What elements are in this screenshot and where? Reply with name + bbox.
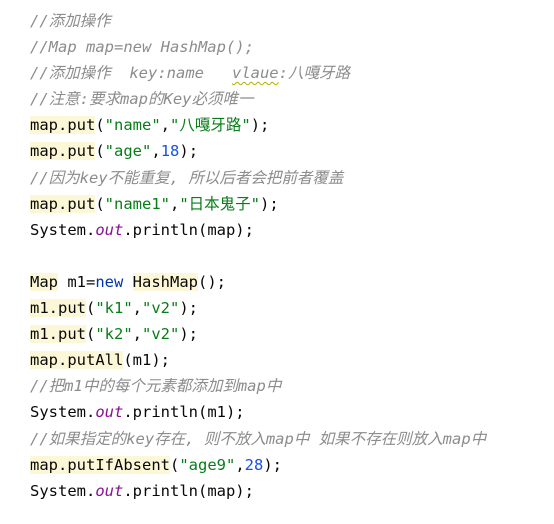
comment-text: //如果指定的key存在, 则不放入map中 如果不存在则放入map中	[30, 429, 487, 448]
comment-text: //Map map=new HashMap();	[30, 38, 254, 57]
comment-text: :八嘎牙路	[278, 64, 350, 83]
highlighted-identifier: map.put	[30, 142, 96, 161]
string-literal: "name"	[104, 116, 161, 135]
comment-text: vlaue	[231, 64, 279, 83]
code-token: ,	[170, 194, 180, 213]
highlighted-identifier: map.putAll	[30, 351, 124, 370]
string-literal: "age"	[104, 142, 152, 161]
code-line[interactable]: map.put("name","八嘎牙路");	[30, 112, 486, 138]
code-line[interactable]: //Map map=new HashMap();	[30, 34, 486, 60]
highlighted-identifier: map.put	[30, 194, 96, 213]
code-token: );	[179, 325, 199, 344]
code-token: );	[260, 194, 279, 213]
code-line[interactable]: m1.put("k1","v2");	[30, 295, 486, 321]
code-token: ,	[151, 142, 161, 161]
highlighted-identifier: HashMap	[132, 272, 198, 291]
string-literal: "age9"	[179, 455, 236, 474]
code-line[interactable]: map.put("name1","日本鬼子");	[30, 191, 486, 217]
comment-text: //注意:要求map的Key必须唯一	[30, 90, 254, 109]
code-line[interactable]: map.putIfAbsent("age9",28);	[30, 452, 486, 478]
code-token: (m1);	[123, 351, 170, 370]
code-token: System.	[30, 220, 96, 239]
code-line[interactable]: System.out.println(map);	[30, 217, 486, 243]
string-literal: "name1"	[104, 194, 170, 213]
code-token: ,	[132, 299, 143, 318]
string-literal: "v2"	[142, 299, 180, 318]
highlighted-identifier: map.putIfAbsent	[30, 455, 170, 474]
code-token: (	[86, 325, 96, 344]
code-token: );	[179, 299, 199, 318]
code-token: );	[179, 142, 199, 161]
static-field: out	[95, 481, 124, 500]
code-line[interactable]: System.out.println(map);	[30, 478, 486, 504]
string-literal: "日本鬼子"	[179, 194, 261, 213]
code-line[interactable]: //如果指定的key存在, 则不放入map中 如果不存在则放入map中	[30, 426, 486, 452]
code-token: (	[95, 142, 105, 161]
comment-text: //把m1中的每个元素都添加到map中	[30, 377, 282, 396]
code-token: System.	[30, 481, 96, 500]
comment-text: //添加操作	[30, 12, 111, 30]
static-field: out	[95, 403, 124, 422]
code-line[interactable]: //添加操作	[30, 8, 486, 34]
code-token: ,	[160, 116, 171, 135]
comment-text: //因为key不能重复, 所以后者会把前者覆盖	[30, 168, 344, 187]
string-literal: "k1"	[95, 299, 133, 318]
code-token: ();	[198, 272, 226, 291]
code-line[interactable]: //注意:要求map的Key必须唯一	[30, 86, 486, 112]
keyword: new	[95, 272, 124, 291]
highlighted-identifier: Map	[30, 272, 58, 291]
code-line[interactable]: System.out.println(m1);	[30, 399, 486, 425]
code-token: );	[250, 116, 270, 135]
highlighted-identifier: m1.put	[30, 325, 86, 344]
code-token: ,	[235, 455, 245, 474]
code-token: );	[263, 455, 283, 474]
code-line[interactable]: m1.put("k2","v2");	[30, 321, 486, 347]
code-token	[123, 273, 132, 291]
number-literal: 18	[160, 142, 180, 161]
code-token: .println(map);	[123, 220, 254, 239]
code-token: System.	[30, 403, 96, 422]
code-line[interactable]: map.putAll(m1);	[30, 347, 486, 373]
highlighted-identifier: map.put	[30, 116, 96, 135]
code-line[interactable]: map.put("age",18);	[30, 138, 486, 164]
string-literal: "八嘎牙路"	[170, 116, 251, 135]
number-literal: 28	[244, 455, 264, 474]
code-token: (	[86, 299, 96, 318]
code-line[interactable]: //添加操作 key:name vlaue:八嘎牙路	[30, 60, 486, 86]
code-token: .println(map);	[123, 481, 254, 500]
code-line[interactable]: Map m1=new HashMap();	[30, 269, 486, 295]
string-literal: "k2"	[95, 325, 133, 344]
string-literal: "v2"	[142, 325, 180, 344]
highlighted-identifier: m1.put	[30, 299, 86, 318]
comment-text: //添加操作 key:name	[30, 64, 232, 83]
code-token: (	[95, 116, 105, 135]
code-token: (	[95, 194, 105, 213]
code-token: m1=	[58, 272, 96, 291]
code-line[interactable]: //因为key不能重复, 所以后者会把前者覆盖	[30, 165, 486, 191]
static-field: out	[95, 220, 124, 239]
code-editor[interactable]: //添加操作 //Map map=new HashMap(); //添加操作 key…	[30, 8, 486, 504]
code-token: (	[169, 455, 180, 474]
code-line[interactable]: //把m1中的每个元素都添加到map中	[30, 373, 486, 399]
code-token: ,	[132, 325, 143, 344]
code-line[interactable]	[30, 243, 486, 269]
code-token: .println(m1);	[123, 403, 245, 422]
